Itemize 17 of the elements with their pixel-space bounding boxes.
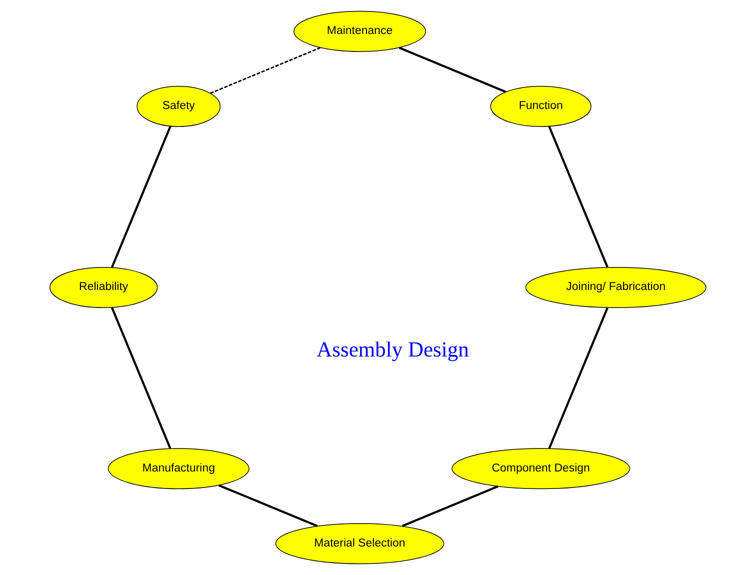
connector: [548, 126, 608, 268]
node-ellipse: Component Design: [452, 448, 630, 490]
connector: [210, 47, 320, 94]
node-ellipse: Safety: [136, 86, 221, 127]
node-ellipse: Maintenance: [294, 10, 426, 52]
node-ellipse: Reliability: [50, 267, 158, 308]
connector: [402, 485, 498, 527]
connector: [218, 484, 318, 528]
node-ellipse: Joining/ Fabrication: [525, 267, 706, 308]
node-ellipse: Function: [490, 86, 592, 127]
node-ellipse: Manufacturing: [108, 448, 250, 490]
connector: [398, 46, 506, 93]
node-ellipse: Material Selection: [275, 523, 444, 564]
connector: [548, 308, 608, 449]
connector: [110, 307, 172, 449]
label: Assembly Design: [316, 338, 469, 362]
connector: [110, 126, 172, 268]
